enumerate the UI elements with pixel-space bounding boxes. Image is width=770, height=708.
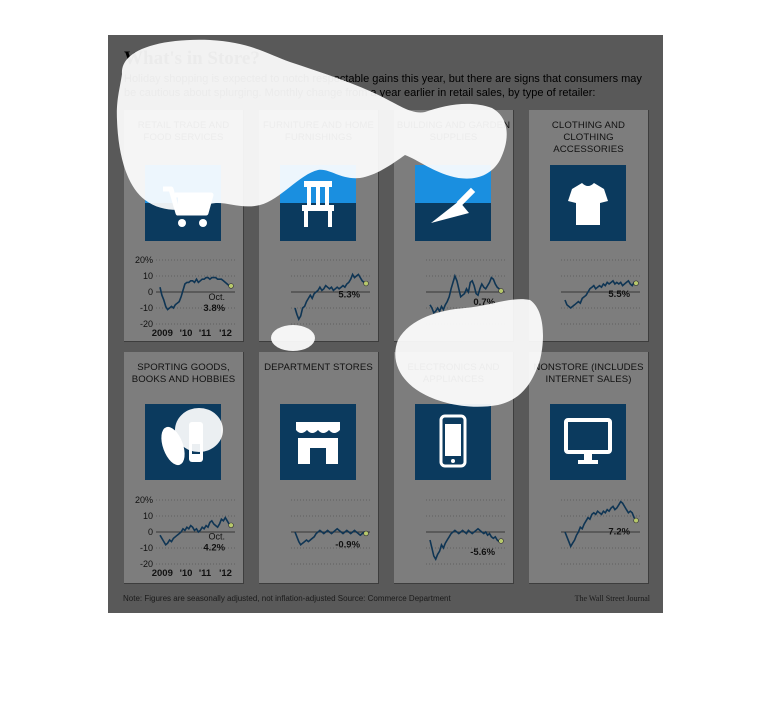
chart-title: What's in Store?	[124, 48, 260, 69]
panel-label: ELECTRONICS AND APPLIANCES	[407, 362, 500, 385]
x-tick-label: '12	[219, 568, 232, 578]
football-guitar-icon-box	[145, 404, 221, 480]
retailer-panel: DEPARTMENT STORES -0.9%	[259, 352, 379, 584]
x-tick-label: '10	[180, 568, 193, 578]
source-note: Note: Figures are seasonally adjusted, n…	[123, 594, 451, 603]
y-tick-label: 20%	[135, 255, 153, 265]
retailer-panel: NONSTORE (INCLUDES INTERNET SALES) 7.2%	[529, 352, 649, 584]
panel-label: RETAIL TRADE AND FOOD SERVICES	[137, 120, 230, 143]
x-tick-label: '10	[180, 328, 193, 338]
y-tick-label: -20	[140, 559, 153, 569]
sparkline-chart: 7.2%	[529, 490, 648, 578]
panel-label: BUILDING AND GARDEN SUPPLIES	[396, 120, 511, 143]
retailer-panel: RETAIL TRADE AND FOOD SERVICES 20% 10 0 -10 -…	[124, 110, 244, 342]
credit-line: The Wall Street Journal	[574, 594, 650, 603]
y-tick-label: 0	[148, 287, 153, 297]
final-date-label: Oct.	[209, 292, 226, 302]
x-tick-label: '12	[219, 328, 232, 338]
series-line	[159, 516, 232, 547]
sparkline-svg: 5.3%	[291, 259, 370, 325]
latest-point	[363, 530, 369, 537]
final-value-label: 7.2%	[608, 526, 630, 537]
final-value-label: 5.5%	[608, 289, 630, 300]
panel-label: NONSTORE (INCLUDES INTERNET SALES)	[533, 362, 644, 385]
x-tick-label: 2009	[152, 568, 173, 578]
sparkline-chart: 0.7%	[394, 250, 513, 338]
final-value-label: 4.2%	[203, 542, 225, 553]
sparkline-chart: -5.6%	[394, 490, 513, 578]
infographic: What's in Store? Holiday shopping is exp…	[108, 35, 663, 613]
sparkline-svg: -0.9%	[291, 499, 370, 565]
final-value-label: 3.8%	[203, 303, 225, 314]
y-tick-label: 20%	[135, 495, 153, 505]
y-tick-label: -10	[140, 543, 153, 553]
latest-point	[633, 517, 639, 524]
smartphone-icon-box	[415, 404, 491, 480]
retailer-panel: ELECTRONICS AND APPLIANCES -5.6%	[394, 352, 514, 584]
x-tick-label: '11	[199, 328, 212, 338]
chair-icon	[280, 165, 356, 241]
latest-point	[363, 280, 369, 287]
chart-subtitle: Holiday shopping is expected to notch re…	[124, 73, 642, 99]
panel-label: DEPARTMENT STORES	[264, 362, 373, 373]
sparkline-svg: 5.5%	[561, 259, 640, 325]
y-tick-label: -20	[140, 319, 153, 329]
panel-label: CLOTHING AND CLOTHING ACCESSORIES	[551, 120, 626, 155]
series-line	[564, 279, 637, 310]
chair-icon-box	[280, 165, 356, 241]
latest-point	[498, 288, 504, 294]
sparkline-svg: -5.6%	[426, 499, 505, 565]
x-tick-label: 2009	[152, 328, 173, 338]
series-line	[159, 276, 232, 311]
panel-label: FURNITURE AND HOME FURNISHINGS	[262, 120, 375, 143]
latest-point	[633, 280, 639, 286]
panel-label: SPORTING GOODS, BOOKS AND HOBBIES	[131, 362, 236, 385]
y-tick-label: 0	[148, 527, 153, 537]
x-tick-label: '11	[199, 568, 212, 578]
retailer-panel: SPORTING GOODS, BOOKS AND HOBBIES 20% 10 0 -…	[124, 352, 244, 584]
trowel-icon-box	[415, 165, 491, 241]
shirt-icon-box	[550, 165, 626, 241]
series-line	[564, 500, 637, 549]
sparkline-svg: 7.2%	[561, 499, 640, 565]
final-value-label: -5.6%	[470, 547, 495, 558]
latest-point	[228, 283, 234, 289]
y-tick-label: -10	[140, 303, 153, 313]
storefront-icon	[280, 404, 356, 480]
shopping-cart-icon	[145, 165, 221, 241]
storefront-icon-box	[280, 404, 356, 480]
sparkline-chart: 5.3%	[259, 250, 378, 338]
latest-point	[498, 538, 504, 544]
retailer-panel: BUILDING AND GARDEN SUPPLIES 0.7%	[394, 110, 514, 342]
shirt-icon	[550, 165, 626, 241]
trowel-icon	[415, 165, 491, 241]
final-date-label: Oct.	[209, 531, 226, 541]
retailer-panel: FURNITURE AND HOME FURNISHINGS 5.3%	[259, 110, 379, 342]
final-value-label: -0.9%	[335, 539, 360, 550]
smartphone-icon	[415, 404, 491, 480]
shopping-cart-icon-box	[145, 165, 221, 241]
monitor-icon	[550, 404, 626, 480]
series-line	[429, 527, 502, 562]
y-tick-label: 10	[143, 511, 153, 521]
football-guitar-icon	[145, 404, 221, 480]
sparkline-svg: 0.7%	[426, 259, 505, 325]
y-tick-label: 10	[143, 271, 153, 281]
final-value-label: 5.3%	[338, 290, 360, 301]
sparkline-chart: -0.9%	[259, 490, 378, 578]
retailer-panel: CLOTHING AND CLOTHING ACCESSORIES 5.5%	[529, 110, 649, 342]
sparkline-chart: 5.5%	[529, 250, 648, 338]
monitor-icon-box	[550, 404, 626, 480]
series-line	[294, 527, 367, 547]
final-value-label: 0.7%	[473, 297, 495, 308]
latest-point	[228, 522, 234, 528]
series-line	[294, 272, 367, 322]
